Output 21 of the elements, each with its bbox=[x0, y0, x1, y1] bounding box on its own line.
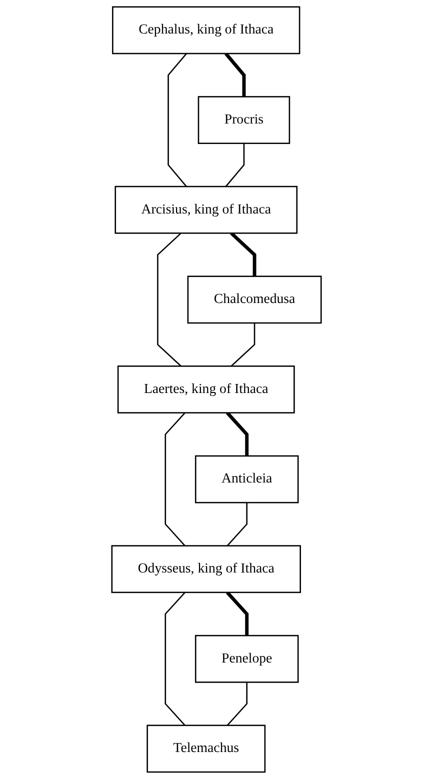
node-box: Anticleia bbox=[194, 455, 299, 504]
connector bbox=[230, 232, 256, 276]
node-box: Cephalus, king of Ithaca bbox=[112, 6, 300, 54]
connector bbox=[164, 412, 186, 546]
connector bbox=[226, 502, 248, 546]
connector bbox=[168, 53, 187, 187]
node-box: Telemachus bbox=[146, 724, 266, 773]
connector bbox=[157, 232, 182, 367]
connector bbox=[164, 592, 186, 726]
node-box: Odysseus, king of Ithaca bbox=[111, 545, 301, 594]
connector bbox=[226, 591, 249, 636]
connector bbox=[226, 682, 248, 726]
connector bbox=[224, 52, 246, 97]
node-box: Penelope bbox=[194, 634, 299, 683]
connector bbox=[230, 323, 256, 367]
node-box: Chalcomedusa bbox=[187, 276, 322, 324]
node-box: Laertes, king of Ithaca bbox=[117, 366, 295, 414]
connector bbox=[226, 412, 249, 456]
node-box: Procris bbox=[198, 96, 290, 144]
connector bbox=[225, 143, 245, 187]
node-box: Arcisius, king of Ithaca bbox=[114, 186, 298, 234]
